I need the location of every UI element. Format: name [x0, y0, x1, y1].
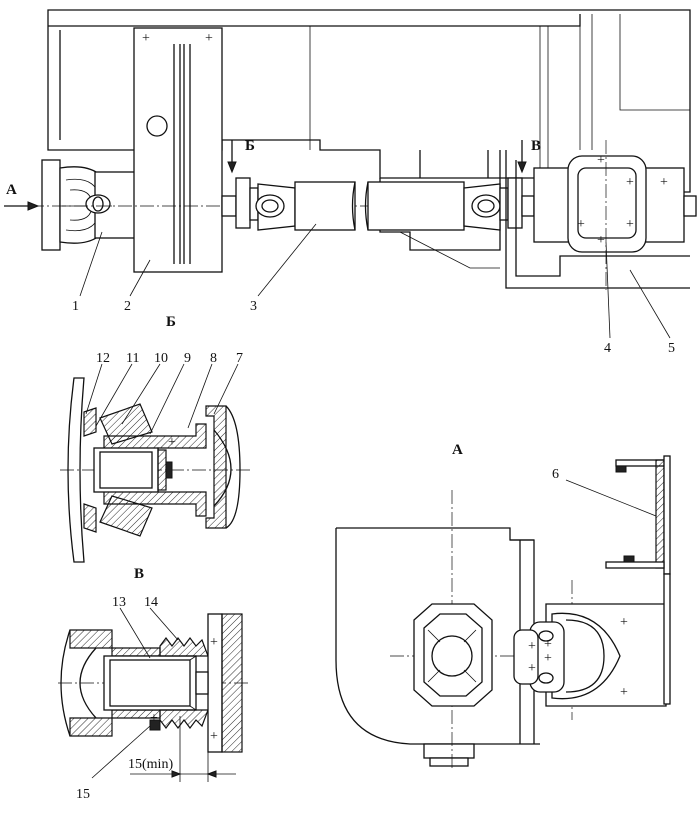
- svg-text:+: +: [205, 31, 213, 46]
- callout-6: 6: [552, 467, 559, 482]
- pump-part-1: [41, 159, 138, 251]
- svg-text:+: +: [544, 651, 552, 666]
- section-v-view: В + + + 15(min): [58, 566, 250, 802]
- callout-3: 3: [250, 299, 257, 314]
- callout-9: 9: [184, 351, 191, 366]
- unit-part-4: + + + + + +: [533, 140, 697, 290]
- bracket-part-5: [505, 150, 690, 289]
- callout-14: 14: [144, 595, 158, 610]
- callout-7: 7: [236, 351, 243, 366]
- section-marker-b: Б: [245, 138, 255, 154]
- svg-text:+: +: [210, 729, 218, 744]
- svg-text:+: +: [528, 661, 536, 676]
- svg-text:+: +: [626, 175, 634, 190]
- callout-8: 8: [210, 351, 217, 366]
- svg-text:+: +: [528, 639, 536, 654]
- svg-text:+: +: [577, 217, 585, 232]
- main-assembly-view: + +: [4, 9, 697, 356]
- callout-10: 10: [154, 351, 168, 366]
- svg-text:+: +: [620, 685, 628, 700]
- svg-text:+: +: [597, 153, 605, 168]
- section-marker-v: В: [531, 138, 541, 154]
- svg-text:+: +: [168, 435, 176, 450]
- svg-text:+: +: [597, 233, 605, 248]
- svg-text:+: +: [150, 711, 158, 726]
- callout-5: 5: [668, 341, 675, 356]
- view-a-title: А: [452, 442, 463, 458]
- callout-2: 2: [124, 299, 131, 314]
- view-arrow-a-label: А: [6, 182, 17, 198]
- callout-12: 12: [96, 351, 110, 366]
- callout-15: 15: [76, 787, 90, 802]
- view-a: А + + + + + +: [335, 442, 671, 770]
- svg-text:+: +: [620, 615, 628, 630]
- svg-text:+: +: [210, 635, 218, 650]
- section-b-view: Б + 12 11 10 9 8: [60, 314, 250, 563]
- callout-1: 1: [72, 299, 79, 314]
- svg-text:+: +: [660, 175, 668, 190]
- svg-text:+: +: [544, 637, 552, 652]
- callout-4: 4: [604, 341, 611, 356]
- bracket-part-6: [605, 455, 671, 705]
- section-v-title: В: [134, 566, 144, 582]
- dimension-label: 15(min): [128, 757, 173, 772]
- svg-text:+: +: [626, 217, 634, 232]
- bracket-part-2: + +: [133, 27, 223, 273]
- svg-text:+: +: [142, 31, 150, 46]
- propeller-shaft-part-3: [221, 177, 535, 231]
- callout-13: 13: [112, 595, 126, 610]
- callout-11: 11: [126, 351, 139, 366]
- section-b-title: Б: [166, 314, 176, 330]
